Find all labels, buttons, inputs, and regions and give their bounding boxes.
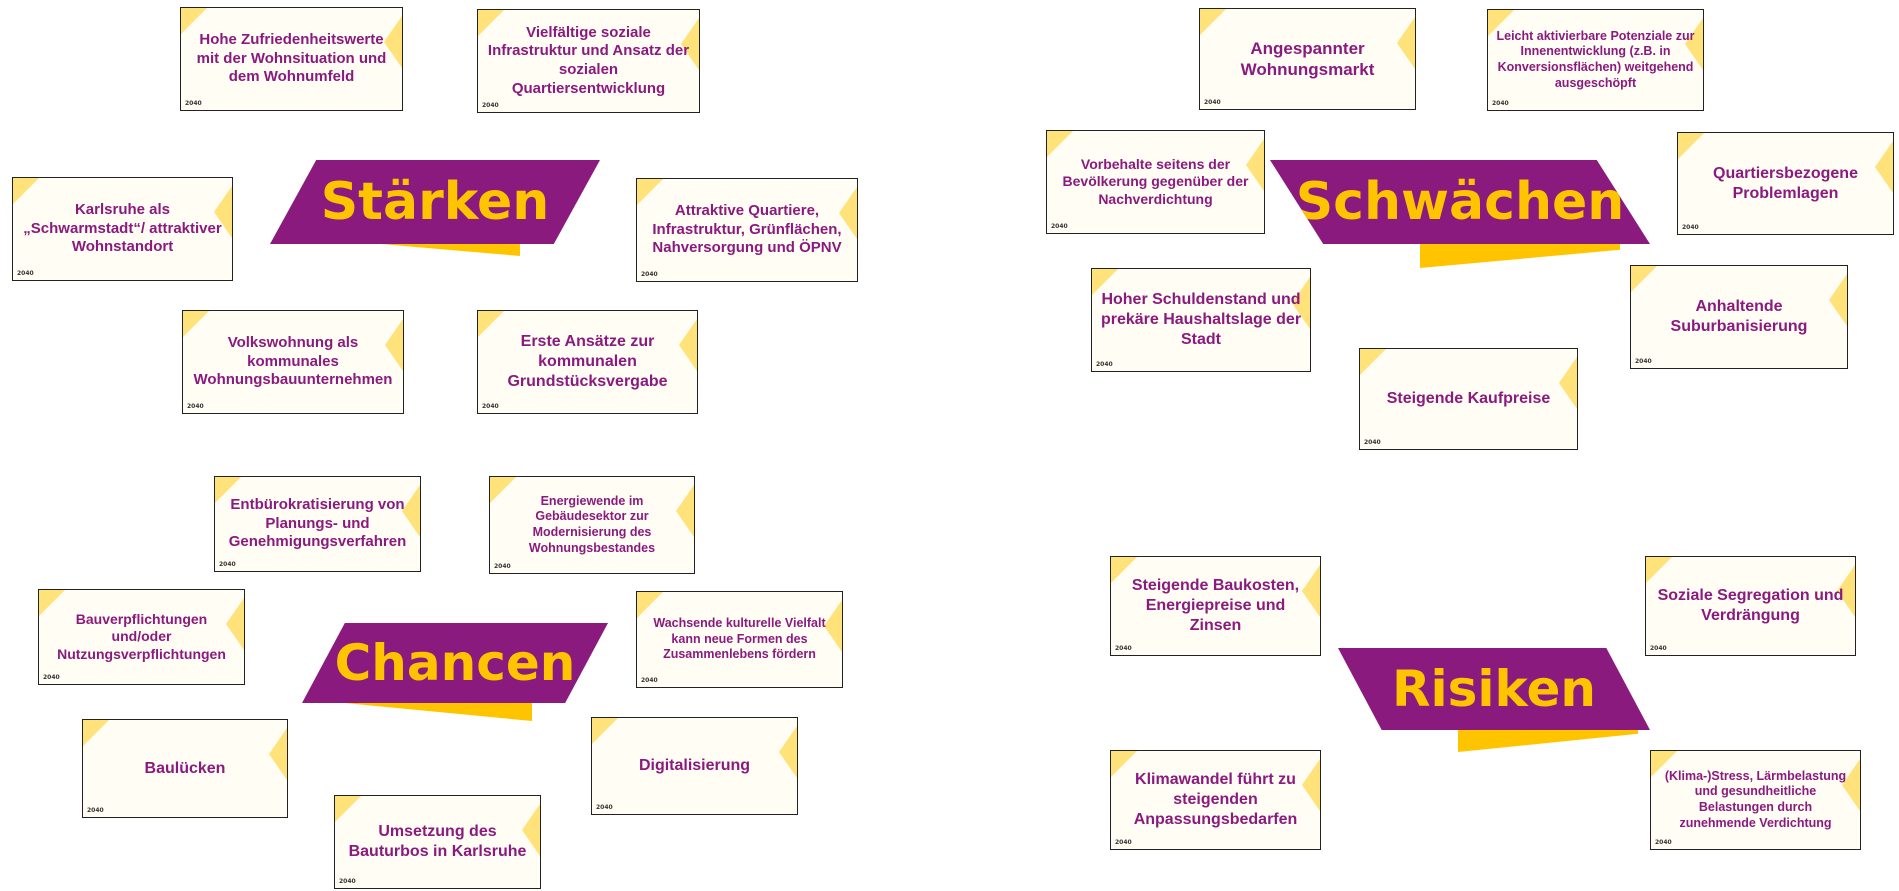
chancen-card: Entbürokratisierung von Planungs- und Ge…: [214, 476, 421, 572]
card-logo: 2040: [1492, 99, 1509, 107]
card-logo: 2040: [87, 806, 104, 814]
card-logo: 2040: [1204, 98, 1221, 106]
schwaechen-card: Hoher Schuldenstand und prekäre Haushalt…: [1091, 268, 1311, 372]
banner-staerken: Stärken: [270, 160, 610, 272]
card-logo: 2040: [641, 270, 658, 278]
schwaechen-card: Leicht aktivierbare Potenziale zur Innen…: [1487, 9, 1704, 111]
card-logo: 2040: [187, 402, 204, 410]
schwaechen-card: Vorbehalte seitens der Bevölkerung gegen…: [1046, 130, 1265, 234]
chancen-card: Wachsende kulturelle Vielfalt kann neue …: [636, 591, 843, 688]
banner-risiken: Risiken: [1338, 648, 1650, 754]
card-logo: 2040: [1051, 222, 1068, 230]
banner-schwaechen-label: Schwächen: [1295, 172, 1625, 232]
schwaechen-card: Quartiersbezogene Problemlagen 2040: [1677, 132, 1894, 235]
card-logo: 2040: [482, 402, 499, 410]
card-logo: 2040: [1115, 644, 1132, 652]
chancen-card: Energiewende im Gebäudesektor zur Modern…: [489, 476, 695, 574]
card-logo: 2040: [1635, 357, 1652, 365]
schwaechen-card: Angespannter Wohnungsmarkt 2040: [1199, 8, 1416, 110]
schwaechen-card: Anhaltende Suburbanisierung 2040: [1630, 265, 1848, 369]
card-logo: 2040: [1096, 360, 1113, 368]
staerken-card: Attraktive Quartiere, Infrastruktur, Grü…: [636, 178, 858, 282]
card-logo: 2040: [1115, 838, 1132, 846]
chancen-card: Umsetzung des Bauturbos in Karlsruhe 204…: [334, 795, 541, 889]
card-logo: 2040: [339, 877, 356, 885]
card-logo: 2040: [482, 101, 499, 109]
staerken-card: Karlsruhe als „Schwarmstadt“/ attraktive…: [12, 177, 233, 281]
banner-chancen: Chancen: [302, 623, 612, 728]
risiken-card: Steigende Baukosten, Energiepreise und Z…: [1110, 556, 1321, 656]
card-logo: 2040: [1682, 223, 1699, 231]
chancen-card: Baulücken 2040: [82, 719, 288, 818]
card-logo: 2040: [1650, 644, 1667, 652]
risiken-card: Soziale Segregation und Verdrängung 2040: [1645, 556, 1856, 656]
card-logo: 2040: [1364, 438, 1381, 446]
risiken-card: (Klima-)Stress, Lärmbelastung und gesund…: [1650, 750, 1861, 850]
chancen-card: Digitalisierung 2040: [591, 717, 798, 815]
chancen-card: Bauverpflichtungen und/oder Nutzungsverp…: [38, 589, 245, 685]
risiken-card: Klimawandel führt zu steigenden Anpassun…: [1110, 750, 1321, 850]
card-logo: 2040: [17, 269, 34, 277]
banner-staerken-label: Stärken: [320, 172, 550, 232]
card-logo: 2040: [494, 562, 511, 570]
staerken-card: Volkswohnung als kommunales Wohnungsbauu…: [182, 310, 404, 414]
card-logo: 2040: [1655, 838, 1672, 846]
card-logo: 2040: [43, 673, 60, 681]
schwaechen-card: Steigende Kaufpreise 2040: [1359, 348, 1578, 450]
banner-risiken-label: Risiken: [1392, 660, 1596, 718]
card-logo: 2040: [185, 99, 202, 107]
staerken-card: Erste Ansätze zur kommunalen Grundstücks…: [477, 310, 698, 414]
staerken-card: Vielfältige soziale Infrastruktur und An…: [477, 9, 700, 113]
card-logo: 2040: [641, 676, 658, 684]
card-logo: 2040: [596, 803, 613, 811]
card-logo: 2040: [219, 560, 236, 568]
staerken-card: Hohe Zufriedenheitswerte mit der Wohnsit…: [180, 7, 403, 111]
banner-schwaechen: Schwächen: [1270, 160, 1650, 270]
banner-chancen-label: Chancen: [334, 634, 576, 692]
